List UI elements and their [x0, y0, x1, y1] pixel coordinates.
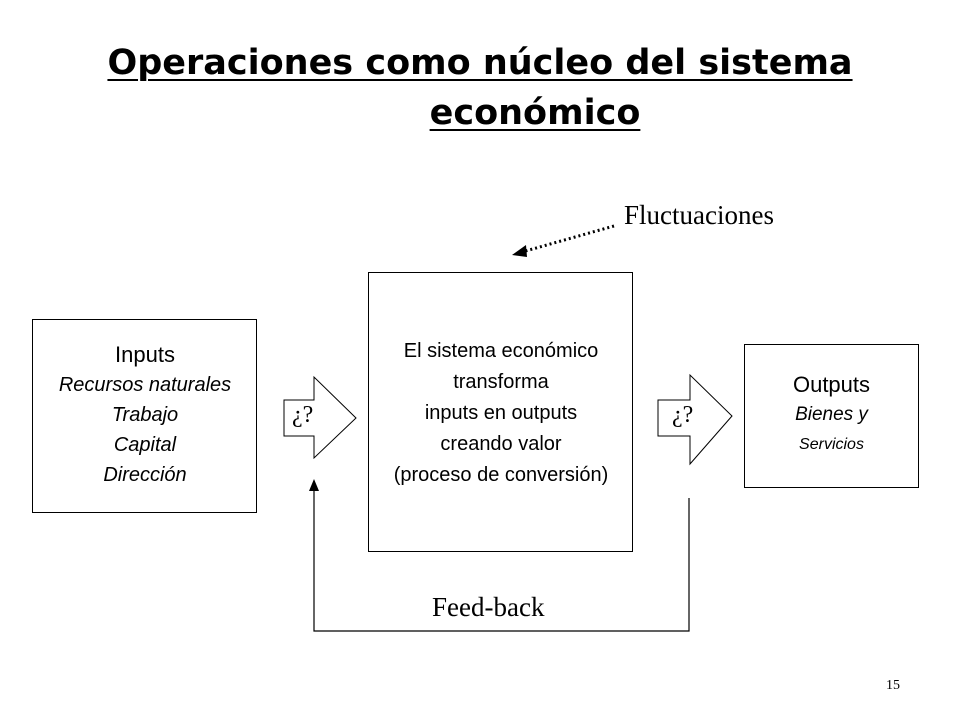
inputs-item: Recursos naturales — [58, 374, 232, 396]
core-line: (proceso de conversión) — [393, 464, 609, 486]
outputs-item: Servicios — [799, 436, 864, 453]
inputs-text: Inputs Recursos naturales Trabajo Capita… — [30, 340, 260, 490]
outputs-box — [744, 344, 919, 488]
question-left: ¿? — [292, 402, 314, 428]
outputs-heading: Outputs — [792, 372, 871, 397]
feedback-loop-line — [313, 488, 690, 632]
page-number: 15 — [886, 678, 900, 693]
fluctuaciones-arrow-head — [512, 245, 527, 257]
outputs-item: Bienes y — [795, 404, 868, 425]
inputs-item: Dirección — [103, 464, 187, 486]
right-chevron-arrow — [657, 373, 733, 466]
feedback-arrow-head — [309, 479, 319, 491]
slide-title: Operaciones como núcleo del sistema econ… — [0, 38, 960, 138]
core-line: transforma — [453, 371, 549, 393]
inputs-item: Trabajo — [111, 404, 179, 426]
economic-system-box — [368, 272, 633, 552]
core-line: creando valor — [440, 433, 562, 455]
question-right: ¿? — [672, 402, 694, 428]
outputs-text: Outputs Bienes y Servicios — [744, 370, 919, 460]
title-line-1: Operaciones como núcleo del sistema — [107, 43, 853, 83]
inputs-heading: Inputs — [115, 342, 175, 367]
economic-system-text: El sistema económico transforma inputs e… — [358, 336, 644, 491]
core-line: El sistema económico — [403, 340, 599, 362]
feedback-label: Feed-back — [432, 592, 545, 622]
inputs-item: Capital — [113, 434, 177, 456]
title-line-2: económico — [429, 93, 641, 133]
inputs-box — [32, 319, 257, 513]
fluctuaciones-label: Fluctuaciones — [624, 200, 774, 230]
left-chevron-arrow — [283, 375, 357, 460]
core-line: inputs en outputs — [424, 402, 578, 424]
fluctuaciones-arrow-line — [521, 224, 615, 254]
